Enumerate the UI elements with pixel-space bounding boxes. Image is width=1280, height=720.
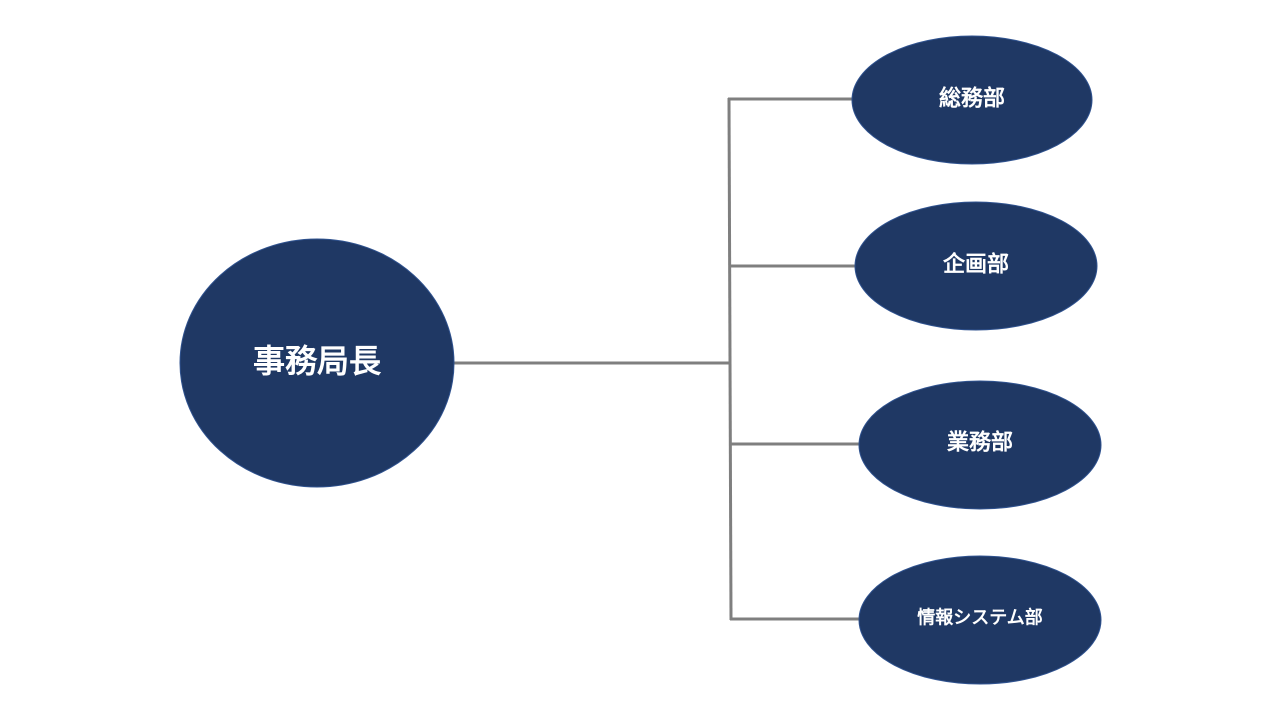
trunk-connector: [727, 97, 733, 621]
dept-label: 業務部: [947, 430, 1013, 456]
root-label: 事務局長: [253, 342, 382, 380]
dept-label: 情報システム部: [917, 607, 1042, 629]
dept-node-gyoumu: 業務部: [858, 380, 1102, 510]
dept-label: 企画部: [942, 252, 1009, 278]
root-node: 事務局長: [179, 238, 455, 488]
dept-label: 総務部: [939, 86, 1005, 112]
dept-node-joho: 情報システム部: [858, 555, 1102, 685]
dept-node-kikaku: 企画部: [854, 201, 1098, 331]
dept-node-soumu: 総務部: [851, 35, 1093, 165]
connectors: [454, 97, 860, 621]
